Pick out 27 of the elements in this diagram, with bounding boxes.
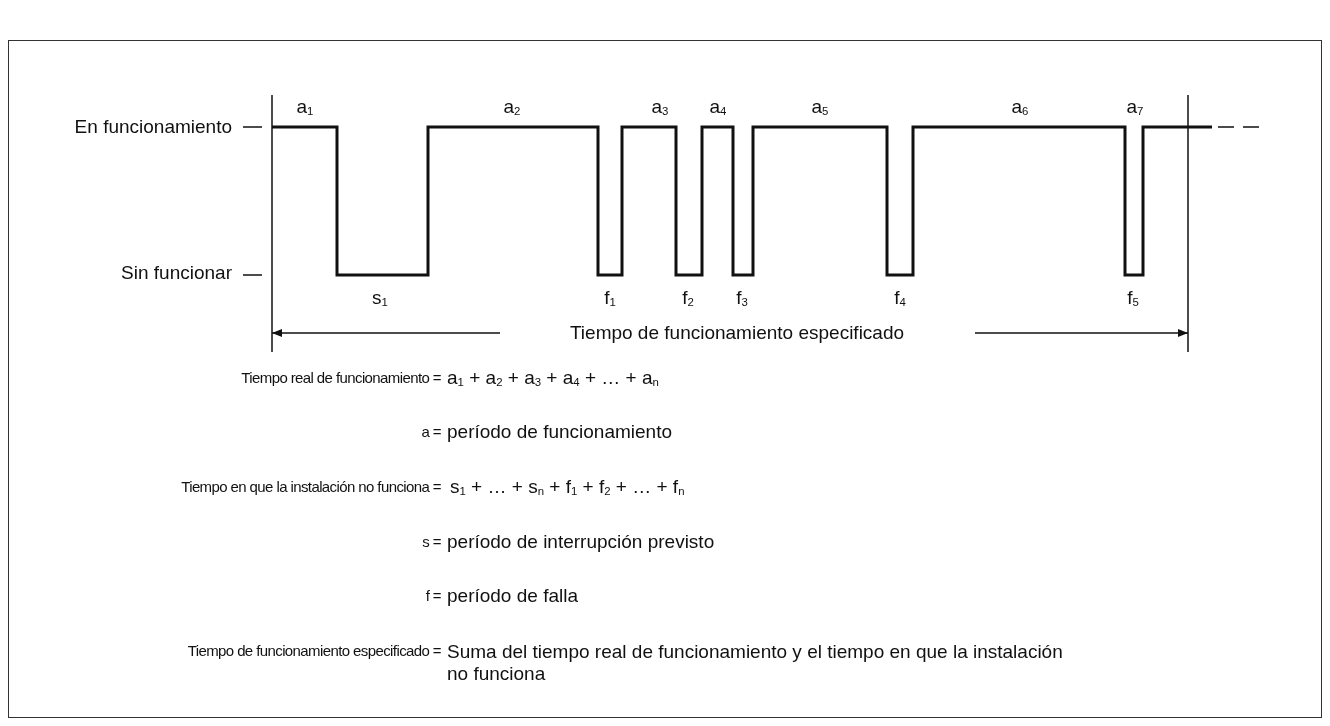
term-label: Tiempo de funcionamiento especificado = (187, 642, 441, 660)
formula-text: a$_{1}$ + a$_{2}$ + a$_{3}$ + a$_{4}$ + … + a$_{n}$ (447, 366, 659, 390)
period-label: s$_{1}$ (372, 286, 388, 310)
period-label: f$_{4}$ (894, 286, 906, 310)
definition-text: Suma del tiempo real de funcionamiento y el tiempo en que la instalación no funciona (447, 641, 1064, 685)
period-label: f$_{5}$ (1127, 286, 1139, 310)
period-label: f$_{2}$ (682, 286, 694, 310)
level-label: En funcionamiento (74, 116, 232, 138)
term-label: Tiempo real de funcionamiento = (241, 369, 441, 387)
term-label: s = (422, 533, 441, 551)
period-label: a$_{2}$ (503, 95, 521, 119)
period-label: a$_{6}$ (1011, 95, 1029, 119)
period-label: a$_{3}$ (651, 95, 669, 119)
term-label: f = (425, 587, 441, 605)
period-label: a$_{1}$ (296, 95, 314, 119)
definition-text: período de falla (447, 585, 578, 607)
definition-text: período de interrupción previsto (447, 531, 715, 553)
period-label: a$_{4}$ (709, 95, 727, 119)
level-label: Sin funcionar (121, 262, 232, 284)
period-label: f$_{3}$ (736, 286, 748, 310)
definition-text: período de funcionamiento (447, 421, 672, 443)
term-label: a = (421, 423, 441, 441)
term-label: Tiempo en que la instalación no funciona = (181, 478, 441, 496)
formula-text: s$_{1}$ + … + s$_{n}$ + f$_{1}$ + f$_{2}$ + … + f$_{n}$ (450, 475, 685, 499)
period-label: a$_{7}$ (1126, 95, 1144, 119)
period-label: a$_{5}$ (811, 95, 829, 119)
period-label: f$_{1}$ (604, 286, 616, 310)
